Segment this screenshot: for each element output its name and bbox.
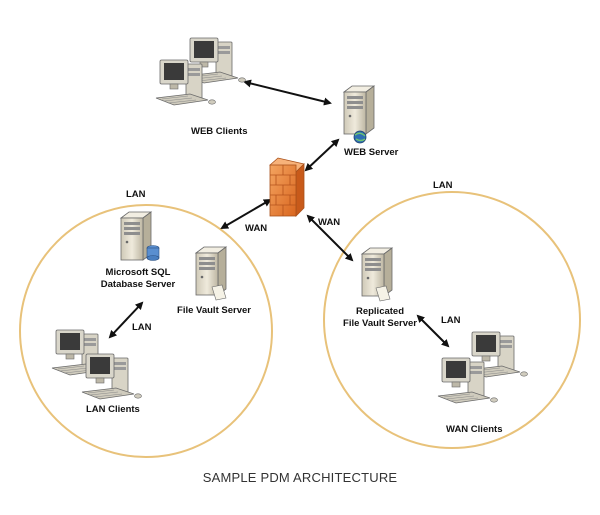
replicated-server-label-line1: Replicated xyxy=(356,306,404,317)
left-lan-zone xyxy=(19,204,273,458)
sql-server-label-line2: Database Server xyxy=(101,279,176,290)
web-clients-icon xyxy=(155,37,246,106)
replicated-server-label-line2: File Vault Server xyxy=(343,318,417,329)
file-vault-server-icon xyxy=(195,246,227,301)
link-right-internal xyxy=(416,314,450,348)
link-label-lan-left: LAN xyxy=(132,322,152,333)
right-lan-zone xyxy=(323,191,581,449)
link-label-wan-right: WAN xyxy=(318,217,340,228)
link-webclients-webserver xyxy=(243,79,332,106)
diagram-caption: SAMPLE PDM ARCHITECTURE xyxy=(202,470,398,485)
link-left-internal xyxy=(108,301,144,339)
firewall-icon xyxy=(269,157,305,217)
sql-server-icon xyxy=(120,211,160,261)
web-server-icon xyxy=(343,85,375,144)
replicated-file-vault-server-icon xyxy=(361,247,393,302)
link-label-wan-left: WAN xyxy=(245,223,267,234)
link-firewall-right-lan xyxy=(306,214,354,262)
lan-clients-label: LAN Clients xyxy=(86,404,140,415)
lan-clients-icon xyxy=(51,329,142,400)
file-vault-server-label: File Vault Server xyxy=(177,305,251,316)
wan-clients-icon xyxy=(437,331,528,404)
right-lan-label: LAN xyxy=(433,180,453,191)
wan-clients-label: WAN Clients xyxy=(446,424,502,435)
sql-server-label-line1: Microsoft SQL xyxy=(106,267,171,278)
link-firewall-left-lan xyxy=(220,198,272,230)
web-clients-label: WEB Clients xyxy=(191,126,247,137)
link-label-lan-right: LAN xyxy=(441,315,461,326)
left-lan-label: LAN xyxy=(126,189,146,200)
web-server-label: WEB Server xyxy=(344,147,399,158)
link-webserver-firewall xyxy=(304,138,340,172)
